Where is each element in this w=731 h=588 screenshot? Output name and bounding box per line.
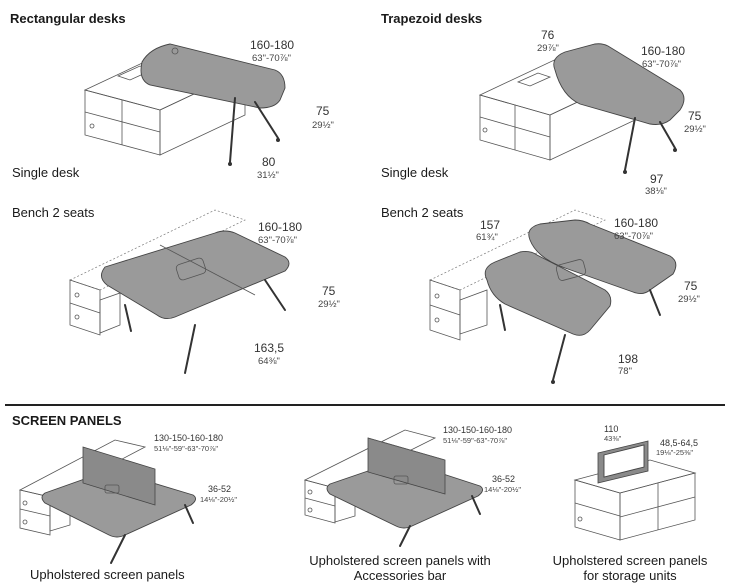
screen2-label-line1: Upholstered screen panels with bbox=[309, 553, 491, 568]
trap-single-height-inch: 29½" bbox=[684, 124, 706, 135]
rect-bench-height-inch: 29½" bbox=[318, 299, 340, 310]
trap-bench-length-metric: 160-180 bbox=[614, 216, 659, 230]
trap-single-short-metric: 76 bbox=[541, 28, 555, 42]
rect-single-height-metric: 75 bbox=[316, 104, 330, 118]
trap-single-short-inch: 29⅞" bbox=[537, 43, 559, 54]
rectangular-desks-heading: Rectangular desks bbox=[10, 11, 126, 26]
trap-single-height-metric: 75 bbox=[688, 109, 702, 123]
screen2-label: Upholstered screen panels with Accessori… bbox=[300, 553, 500, 583]
screen3-width-metric: 110 bbox=[604, 424, 619, 434]
trap-single-depth-metric: 97 bbox=[650, 172, 664, 186]
screen1-label: Upholstered screen panels bbox=[30, 567, 185, 582]
trap-single-length-metric: 160-180 bbox=[641, 44, 686, 58]
screen3-height-inch: 19⅛"-25⅜" bbox=[656, 448, 694, 457]
screen2-height-inch: 14⅛"-20½" bbox=[484, 485, 522, 494]
rect-single-length-inch: 63"-70⅞" bbox=[252, 53, 291, 64]
screen2-width-metric: 130-150-160-180 bbox=[443, 425, 513, 435]
section-divider bbox=[5, 404, 725, 406]
screen-panel-3-drawing bbox=[573, 440, 697, 541]
screen2-width-inch: 51⅛"-59"-63"-70⅞" bbox=[443, 436, 508, 445]
rect-bench-height-metric: 75 bbox=[322, 284, 336, 298]
trap-bench-height-inch: 29½" bbox=[678, 294, 700, 305]
trapezoid-desks-heading: Trapezoid desks bbox=[381, 11, 483, 26]
trap-bench-length-inch: 63"-70⅞" bbox=[614, 231, 653, 242]
screen-panel-2-drawing bbox=[303, 429, 483, 547]
screen-panel-1-drawing bbox=[18, 439, 196, 564]
rect-bench-depth-inch: 64⅜" bbox=[258, 356, 280, 367]
rect-single-depth-metric: 80 bbox=[262, 155, 276, 169]
trap-single-label: Single desk bbox=[381, 165, 449, 180]
screen1-height-inch: 14⅛"-20½" bbox=[200, 495, 238, 504]
trap-single-depth-inch: 38⅛" bbox=[645, 186, 667, 197]
screen3-label-line2: for storage units bbox=[583, 568, 677, 583]
screen1-width-metric: 130-150-160-180 bbox=[154, 433, 224, 443]
trap-bench-height-metric: 75 bbox=[684, 279, 698, 293]
rect-single-label: Single desk bbox=[12, 165, 80, 180]
rect-single-height-inch: 29½" bbox=[312, 120, 334, 131]
screen3-label: Upholstered screen panels for storage un… bbox=[545, 553, 715, 583]
trapezoid-single-desk-drawing bbox=[478, 43, 685, 174]
trap-single-length-inch: 63"-70⅞" bbox=[642, 59, 681, 70]
rect-bench-length-inch: 63"-70⅞" bbox=[258, 235, 297, 246]
rectangular-single-desk-drawing bbox=[83, 43, 286, 166]
screen3-width-inch: 43⅜" bbox=[604, 434, 622, 443]
screen1-width-inch: 51⅛"-59"-63"-70⅞" bbox=[154, 444, 219, 453]
trap-bench-depth-inch: 78" bbox=[618, 366, 632, 377]
trapezoid-bench-drawing bbox=[429, 209, 677, 384]
rect-bench-length-metric: 160-180 bbox=[258, 220, 303, 234]
screen3-label-line1: Upholstered screen panels bbox=[552, 553, 708, 568]
screen-panels-heading: SCREEN PANELS bbox=[12, 413, 122, 428]
screen3-height-metric: 48,5-64,5 bbox=[660, 438, 699, 448]
rectangular-bench-drawing bbox=[69, 209, 290, 374]
screen1-height-metric: 36-52 bbox=[208, 484, 232, 494]
rect-bench-label: Bench 2 seats bbox=[12, 205, 95, 220]
trap-bench-short-inch: 61¾" bbox=[476, 232, 498, 243]
trap-bench-label: Bench 2 seats bbox=[381, 205, 464, 220]
trap-bench-depth-metric: 198 bbox=[618, 352, 639, 366]
trap-bench-short-metric: 157 bbox=[480, 218, 501, 232]
rect-single-length-metric: 160-180 bbox=[250, 38, 295, 52]
screen2-label-line2: Accessories bar bbox=[353, 568, 447, 583]
screen2-height-metric: 36-52 bbox=[492, 474, 516, 484]
rect-bench-depth-metric: 163,5 bbox=[254, 341, 285, 355]
rect-single-depth-inch: 31½" bbox=[257, 170, 279, 181]
